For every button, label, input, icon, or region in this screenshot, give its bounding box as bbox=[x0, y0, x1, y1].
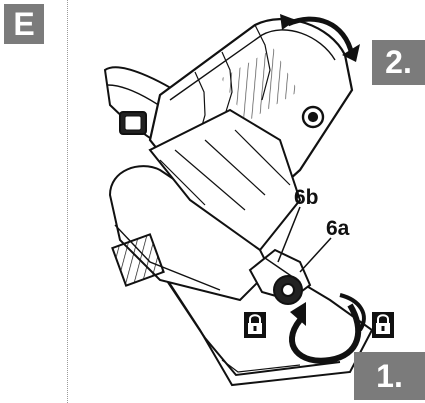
leader-line-6b bbox=[277, 206, 301, 263]
rotate-arrow-icon bbox=[280, 14, 360, 62]
callout-label-6b: 6b bbox=[294, 186, 319, 209]
step-two-badge: 2. bbox=[372, 40, 425, 85]
leader-line-6a bbox=[299, 237, 332, 273]
step-one-badge: 1. bbox=[354, 352, 425, 400]
panel-letter-badge: E bbox=[4, 4, 44, 44]
bevel-frame bbox=[148, 108, 302, 252]
bevel-lock-lever bbox=[248, 248, 312, 305]
rotate-arrow-icon bbox=[289, 293, 366, 364]
callout-label-6a: 6a bbox=[326, 217, 350, 240]
lock-icon bbox=[244, 312, 266, 338]
dotted-divider bbox=[67, 0, 68, 403]
blade-guard bbox=[108, 165, 272, 302]
lock-icon bbox=[372, 312, 394, 338]
